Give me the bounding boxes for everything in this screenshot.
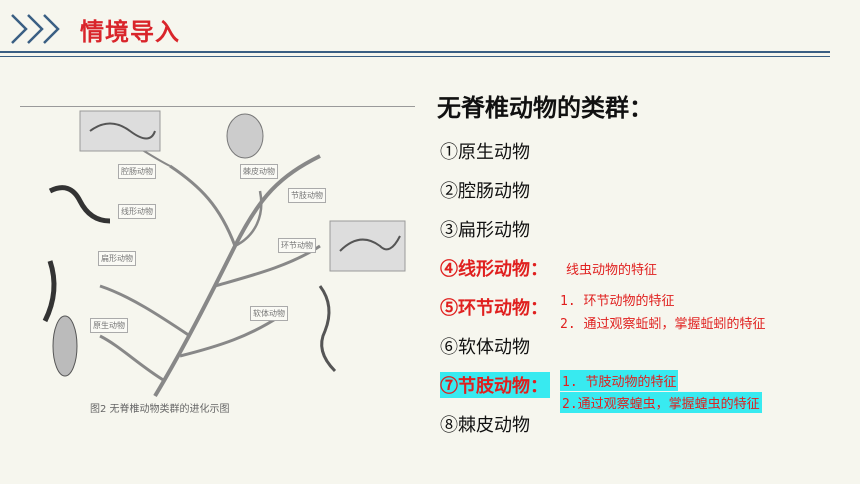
figure-label: 原生动物 (90, 318, 128, 333)
evolution-tree-image (42, 110, 406, 398)
figure-label: 扁形动物 (98, 251, 136, 266)
chevrons-icon (11, 14, 60, 44)
note-annelid-1: 1. 环节动物的特征 (560, 294, 675, 309)
note-arthropod-2: 2.通过观察蝗虫，掌握蝗虫的特征 (560, 392, 762, 413)
list-item: ⑧棘皮动物 (440, 415, 530, 436)
figure-top-rule (20, 106, 415, 107)
list-item-annelid: ⑤环节动物： (440, 298, 548, 319)
list-item: ①原生动物 (440, 142, 530, 163)
note-annelid-2: 2. 通过观察蚯蚓，掌握蚯蚓的特征 (560, 317, 766, 332)
figure-label: 腔肠动物 (118, 164, 156, 179)
list-item: ⑥软体动物 (440, 337, 530, 358)
header-rule-thin (0, 56, 830, 57)
list-item-arthropod: ⑦节肢动物： (440, 372, 550, 398)
figure-label: 线形动物 (118, 204, 156, 219)
note-nematode: 线虫动物的特征 (566, 263, 658, 278)
list-item-nematode: ④线形动物： (440, 259, 548, 280)
figure-label: 软体动物 (250, 306, 288, 321)
figure-label: 环节动物 (278, 238, 316, 253)
list-item: ③扁形动物 (440, 220, 530, 241)
evolution-figure: 节肢动物 环节动物 线形动物 扁形动物 软体动物 棘皮动物 腔肠动物 原生动物 … (20, 96, 420, 426)
figure-caption: 图2 无脊椎动物类群的进化示图 (90, 404, 230, 415)
slide-header: 情境导入 (0, 0, 860, 60)
note-arthropod-1: 1. 节肢动物的特征 (560, 370, 679, 391)
list-title: 无脊椎动物的类群： (437, 93, 653, 122)
figure-label: 节肢动物 (288, 188, 326, 203)
header-rule (0, 51, 830, 53)
page-title: 情境导入 (80, 18, 180, 46)
list-item: ②腔肠动物 (440, 181, 530, 202)
figure-label: 棘皮动物 (240, 164, 278, 179)
